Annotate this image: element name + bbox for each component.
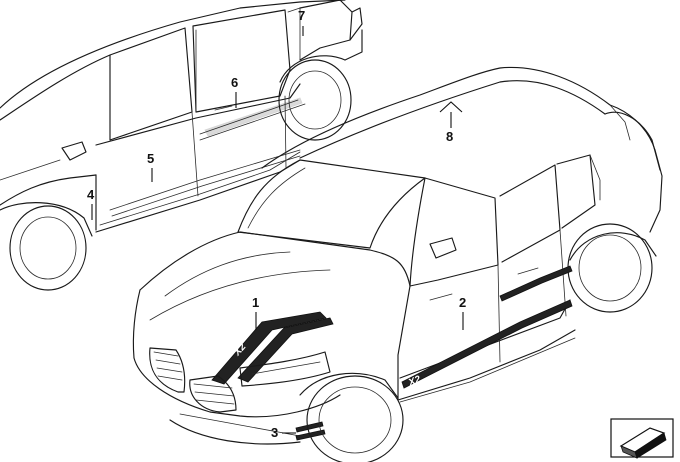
callout-label: 8 [446, 129, 453, 144]
callout-8: 8 [439, 101, 463, 144]
callout-label: 3 [271, 425, 278, 440]
callout-7: 7 [298, 8, 305, 36]
view-orientation-icon [610, 418, 674, 459]
callout-label: 5 [147, 151, 154, 166]
callout-4: 4 [87, 187, 95, 220]
rear-car-partial [0, 0, 363, 291]
callout-label: 1 [252, 295, 259, 310]
callout-3: 3 [271, 425, 296, 440]
callout-label: 6 [231, 75, 238, 90]
callout-label: 4 [87, 187, 95, 202]
callout-2: 2 [459, 295, 466, 330]
callout-5: 5 [147, 151, 154, 182]
callout-6: 6 [231, 75, 238, 108]
side-decal-text: X2 [406, 374, 423, 389]
callout-label: 7 [298, 8, 305, 23]
main-car: X2 X2 [132, 66, 663, 462]
callout-label: 2 [459, 295, 466, 310]
callout-1: 1 [252, 295, 259, 330]
